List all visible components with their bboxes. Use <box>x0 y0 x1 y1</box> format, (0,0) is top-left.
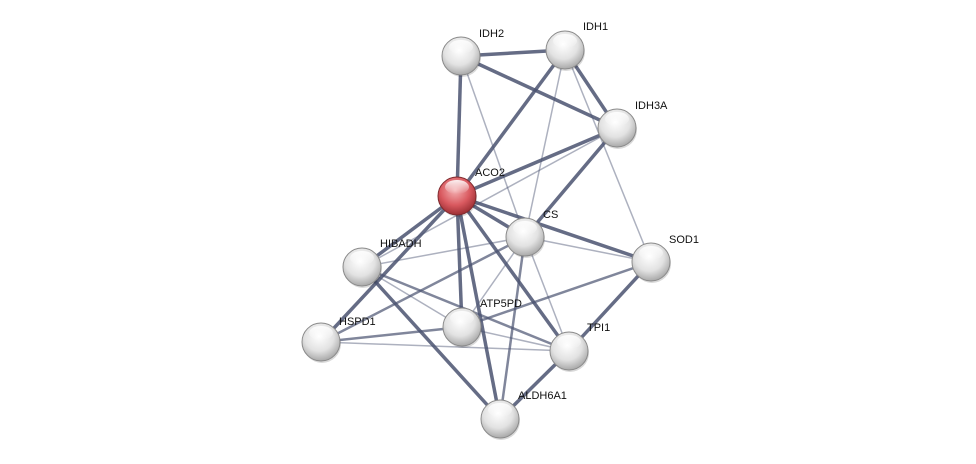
node-idh2[interactable]: IDH2 <box>441 28 504 77</box>
node-highlight <box>557 335 581 349</box>
edge-idh3a-cs[interactable] <box>523 126 619 239</box>
edge-atp5pd-sod1[interactable] <box>461 260 652 329</box>
node-label: IDH2 <box>479 28 504 40</box>
node-highlight <box>450 311 474 325</box>
edge-aco2-hibadh[interactable] <box>360 194 459 269</box>
edge-hspd1-atp5pd[interactable] <box>320 325 463 344</box>
edge-idh2-idh3a[interactable] <box>460 54 618 130</box>
edge-aco2-hspd1[interactable] <box>319 194 459 344</box>
edge-hspd1-tpi1[interactable] <box>320 341 570 352</box>
node-highlight <box>350 251 374 265</box>
edge-idh1-cs[interactable] <box>524 49 566 238</box>
node-highlight <box>553 34 577 48</box>
node-label: CS <box>543 209 558 221</box>
node-highlight <box>639 246 663 260</box>
node-label: TPI1 <box>587 322 610 334</box>
edge-idh2-aco2[interactable] <box>455 55 463 197</box>
node-label: ATP5PD <box>480 298 522 310</box>
edge-hibadh-aldh6a1[interactable] <box>360 265 502 421</box>
node-idh3a[interactable]: IDH3A <box>597 100 668 149</box>
node-hspd1[interactable]: HSPD1 <box>301 316 376 363</box>
node-highlight <box>309 326 333 340</box>
node-highlight <box>488 403 512 417</box>
edge-cs-hspd1[interactable] <box>320 235 526 344</box>
edge-sod1-tpi1[interactable] <box>567 260 653 353</box>
edge-idh1-sod1[interactable] <box>564 49 652 263</box>
node-idh1[interactable]: IDH1 <box>545 21 608 71</box>
edge-cs-sod1[interactable] <box>524 236 652 263</box>
node-tpi1[interactable]: TPI1 <box>549 322 610 372</box>
edge-idh3a-aco2[interactable] <box>456 126 618 198</box>
edge-idh1-aco2[interactable] <box>455 48 567 198</box>
node-cs[interactable]: CS <box>505 209 558 258</box>
node-highlight <box>449 40 473 54</box>
node-label: ACO2 <box>475 167 505 179</box>
node-label: IDH3A <box>635 100 668 112</box>
node-highlight <box>445 180 469 194</box>
edge-idh3a-hibadh[interactable] <box>361 127 618 268</box>
node-highlight <box>605 112 629 126</box>
edge-aco2-atp5pd[interactable] <box>455 195 464 328</box>
node-label: ALDH6A1 <box>518 390 567 402</box>
node-atp5pd[interactable]: ATP5PD <box>442 298 522 348</box>
node-aldh6a1[interactable]: ALDH6A1 <box>480 390 567 440</box>
edge-aco2-tpi1[interactable] <box>455 194 571 353</box>
node-label: HSPD1 <box>339 316 376 328</box>
edge-aco2-sod1[interactable] <box>456 194 652 264</box>
node-label: IDH1 <box>583 21 608 33</box>
edge-cs-hibadh[interactable] <box>361 236 526 268</box>
node-label: HIBADH <box>380 238 422 250</box>
node-label: SOD1 <box>669 234 699 246</box>
edge-cs-tpi1[interactable] <box>524 236 570 352</box>
node-aco2[interactable]: ACO2 <box>437 167 505 217</box>
edge-aco2-aldh6a1[interactable] <box>455 195 502 420</box>
node-highlight <box>513 221 537 235</box>
node-sod1[interactable]: SOD1 <box>631 234 699 283</box>
node-hibadh[interactable]: HIBADH <box>342 238 422 288</box>
